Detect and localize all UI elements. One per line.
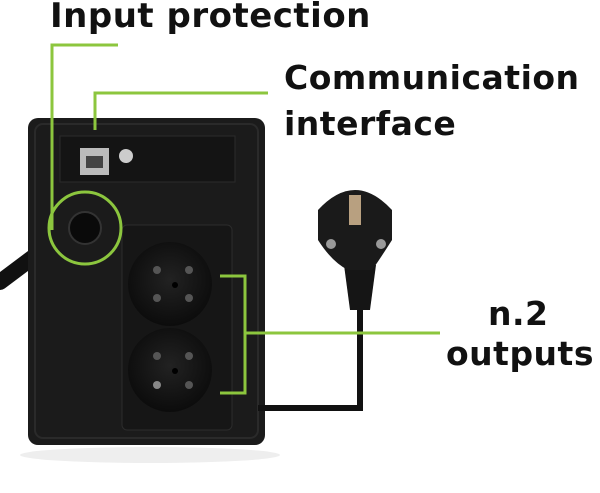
input-protection-leader [50, 43, 118, 230]
socket-1 [128, 242, 212, 326]
label-outputs: outputs [446, 334, 594, 373]
socket-2 [128, 328, 212, 412]
label-interface: interface [284, 104, 457, 143]
ground-screw-icon [119, 149, 133, 163]
communication-leader [93, 91, 268, 130]
label-outputs-count: n.2 [488, 294, 549, 333]
power-cord [258, 310, 363, 411]
circuit-breaker-button [68, 211, 102, 245]
label-input-protection: Input protection [50, 0, 371, 36]
outputs-bracket [220, 274, 440, 395]
schuko-plug [318, 190, 392, 270]
label-communication: Communication [284, 58, 580, 97]
shadow [20, 447, 280, 463]
callout-lines [47, 43, 440, 395]
input-protection-highlight [47, 190, 123, 266]
